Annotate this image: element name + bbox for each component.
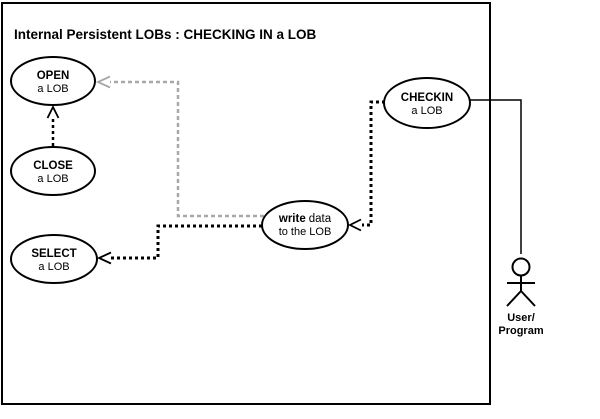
node-checkin-subtitle: a LOB — [411, 105, 442, 117]
node-close-a-lob: CLOSE a LOB — [10, 146, 96, 196]
arrowhead-left-icon — [96, 251, 112, 265]
node-write-title-bold: write — [278, 213, 306, 225]
node-select-a-lob: SELECT a LOB — [10, 234, 98, 284]
write-data-ellipse — [261, 200, 349, 250]
actor-head-icon — [511, 257, 531, 277]
node-select-title: SELECT — [31, 248, 76, 260]
edge-write-to-open — [95, 75, 264, 218]
select-ellipse — [10, 234, 98, 284]
node-select-subtitle: a LOB — [38, 261, 69, 273]
open-ellipse — [10, 56, 96, 106]
edge-write-to-select — [96, 224, 262, 265]
actor-label-line2: Program — [498, 325, 543, 337]
edge-checkin-to-write — [347, 100, 385, 232]
node-close-title: CLOSE — [33, 160, 73, 172]
actor-right-leg-icon — [520, 290, 536, 307]
arrowhead-left-gray-icon — [95, 75, 111, 89]
edge-checkin-to-write-path — [362, 100, 385, 227]
close-ellipse — [10, 146, 96, 196]
node-open-a-lob: OPEN a LOB — [10, 56, 96, 106]
node-close-subtitle: a LOB — [37, 173, 68, 185]
node-open-subtitle: a LOB — [37, 83, 68, 95]
node-checkin-title: CHECKIN — [401, 92, 453, 104]
arrowhead-up-icon — [46, 104, 60, 119]
actor-left-leg-icon — [506, 290, 522, 307]
actor-user-program: User/ Program — [498, 257, 544, 337]
edge-write-to-select-path — [110, 224, 262, 260]
diagram-title: Internal Persistent LOBs : CHECKING IN a… — [14, 27, 317, 42]
edge-write-to-open-path — [110, 80, 264, 218]
node-open-title: OPEN — [37, 70, 70, 82]
edge-checkin-to-actor — [470, 99, 522, 254]
node-write-subtitle: to the LOB — [279, 226, 332, 238]
edge-close-to-open — [46, 104, 60, 146]
checkin-ellipse — [383, 77, 471, 129]
actor-label-line1: User/ — [507, 312, 535, 324]
node-checkin-a-lob: CHECKIN a LOB — [383, 77, 471, 129]
arrowhead-left-icon — [347, 218, 362, 232]
node-write-title-regular: data — [309, 213, 332, 225]
